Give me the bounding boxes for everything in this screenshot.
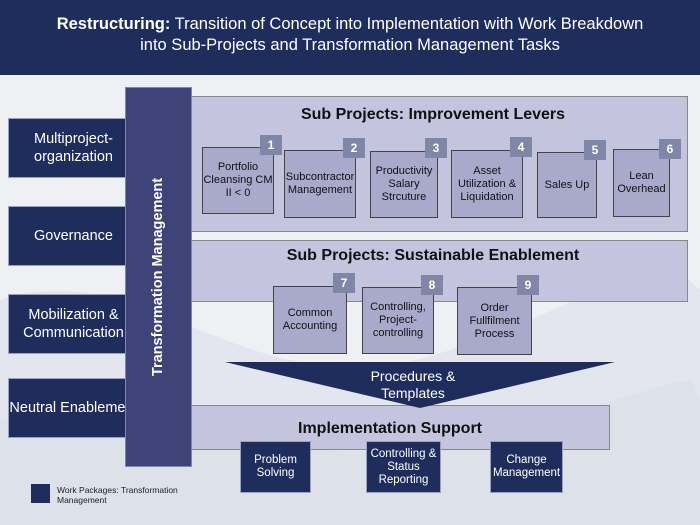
title-line-2: into Sub-Projects and Transformation Man… bbox=[140, 36, 560, 54]
package-controlling-status: Controlling & Status Reporting bbox=[366, 441, 441, 493]
enablement-order-fullfilment: Order Fullfilment Process bbox=[457, 287, 532, 355]
lever-lean-overhead: Lean Overhead bbox=[613, 149, 670, 217]
side-box-multiproject: Multiproject-organization bbox=[8, 118, 139, 178]
legend-label: Work Packages: Transformation Management bbox=[57, 485, 178, 505]
title-rest: Transition of Concept into Implementatio… bbox=[174, 15, 644, 33]
enablement-number-8: 8 bbox=[421, 275, 443, 295]
side-box-mobilization: Mobilization & Communication bbox=[8, 294, 139, 354]
lever-number-2: 2 bbox=[343, 138, 365, 158]
transformation-management-bar bbox=[125, 87, 192, 467]
lever-number-6: 6 bbox=[659, 139, 681, 159]
enablement-number-9: 9 bbox=[517, 275, 539, 295]
package-change-management: Change Management bbox=[490, 441, 563, 493]
lever-sales-up: Sales Up bbox=[537, 152, 597, 218]
legend-swatch bbox=[31, 484, 50, 503]
procedures-templates-label: Procedures & Templates bbox=[370, 368, 456, 401]
enablement-common-accounting: Common Accounting bbox=[273, 286, 347, 354]
page-title: Restructuring: Transition of Concept int… bbox=[0, 0, 700, 75]
title-bold: Restructuring: bbox=[56, 15, 171, 33]
lever-portfolio-cleansing: Portfolio Cleansing CM II < 0 bbox=[202, 147, 274, 214]
procedures-funnel bbox=[225, 362, 615, 408]
transformation-management-label: Transformation Management bbox=[150, 177, 166, 377]
sustainable-enablement-title: Sub Projects: Sustainable Enablement bbox=[286, 247, 580, 264]
lever-number-3: 3 bbox=[425, 138, 447, 158]
lever-asset-utilization: Asset Utilization & Liquidation bbox=[451, 150, 523, 218]
enablement-number-7: 7 bbox=[333, 273, 355, 293]
enablement-controlling: Controlling, Project-controlling bbox=[362, 287, 434, 354]
lever-number-5: 5 bbox=[584, 140, 606, 160]
improvement-levers-title: Sub Projects: Improvement Levers bbox=[300, 106, 566, 123]
side-box-governance: Governance bbox=[8, 206, 139, 266]
lever-subcontractor: Subcontractor Management bbox=[284, 150, 356, 218]
implementation-support-title: Implementation Support bbox=[298, 420, 482, 437]
package-problem-solving: Problem Solving bbox=[240, 441, 311, 493]
lever-productivity: Productivity Salary Strcuture bbox=[370, 151, 438, 218]
lever-number-4: 4 bbox=[510, 137, 532, 157]
side-box-neutral-enablement: Neutral Enablement bbox=[8, 378, 139, 438]
lever-number-1: 1 bbox=[260, 135, 282, 155]
